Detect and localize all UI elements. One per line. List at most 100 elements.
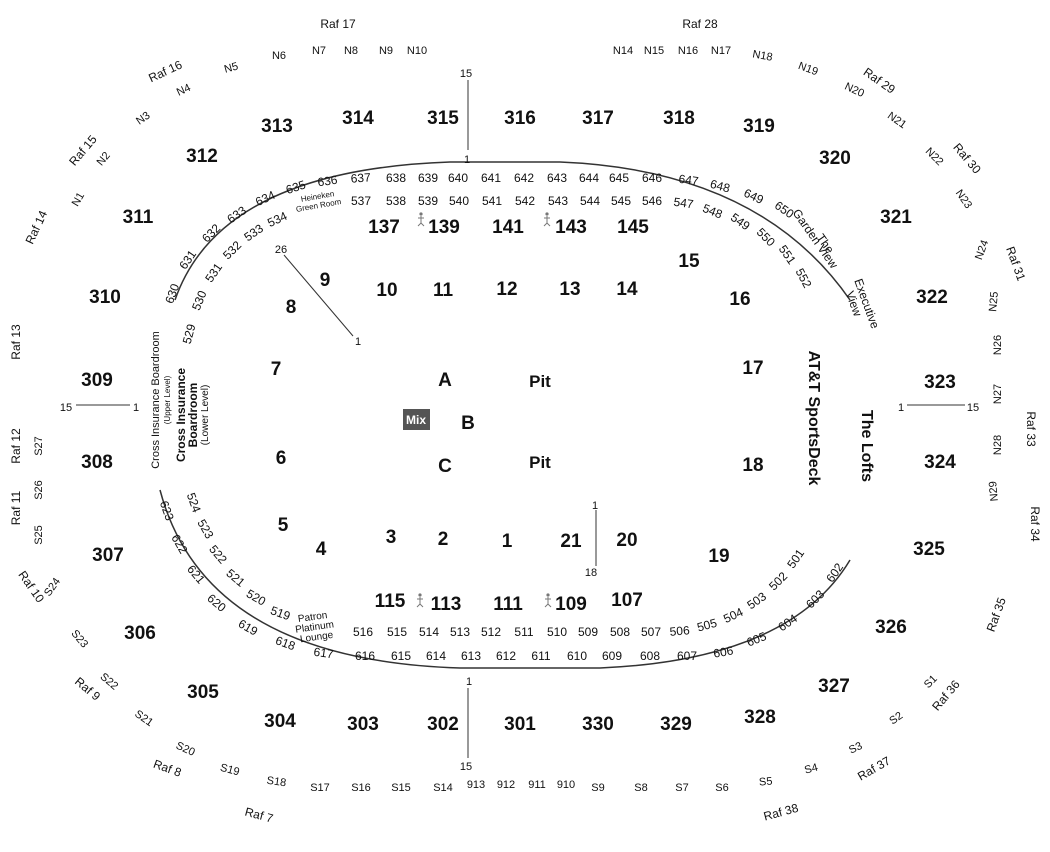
section-632[interactable]: 632 xyxy=(199,221,223,245)
section-610[interactable]: 610 xyxy=(567,649,587,663)
section-506[interactable]: 506 xyxy=(669,623,690,639)
section-503[interactable]: 503 xyxy=(744,589,769,612)
section-611[interactable]: 611 xyxy=(531,649,550,663)
row-n27[interactable]: N27 xyxy=(992,384,1004,404)
row-n5[interactable]: N5 xyxy=(223,60,240,75)
section-545[interactable]: 545 xyxy=(611,194,631,208)
row-s23[interactable]: S23 xyxy=(68,628,90,651)
section-309[interactable]: 309 xyxy=(81,370,113,391)
section-642[interactable]: 642 xyxy=(514,171,534,185)
section-310[interactable]: 310 xyxy=(89,287,121,308)
section-307[interactable]: 307 xyxy=(92,545,124,566)
section-605[interactable]: 605 xyxy=(745,629,769,650)
section-515[interactable]: 515 xyxy=(387,625,407,639)
section-501[interactable]: 501 xyxy=(784,546,807,571)
section-7[interactable]: 7 xyxy=(271,359,282,380)
section-635[interactable]: 635 xyxy=(284,177,308,197)
section-538[interactable]: 538 xyxy=(386,194,406,208)
section-532[interactable]: 532 xyxy=(220,238,244,262)
row-s20[interactable]: S20 xyxy=(174,740,197,759)
row-s16[interactable]: S16 xyxy=(351,782,371,794)
section-115[interactable]: 115 xyxy=(375,591,406,612)
row-n19[interactable]: N19 xyxy=(796,60,819,78)
section-113[interactable]: 113 xyxy=(431,594,462,615)
section-20[interactable]: 20 xyxy=(616,530,637,551)
section-530[interactable]: 530 xyxy=(189,288,210,312)
section-4[interactable]: 4 xyxy=(316,539,327,560)
section-643[interactable]: 643 xyxy=(547,171,567,185)
row-n9[interactable]: N9 xyxy=(379,45,393,57)
row-n21[interactable]: N21 xyxy=(885,110,908,131)
row-n17[interactable]: N17 xyxy=(711,45,731,57)
row-n28[interactable]: N28 xyxy=(992,435,1004,455)
section-602[interactable]: 602 xyxy=(823,560,846,585)
section-317[interactable]: 317 xyxy=(582,108,614,129)
section-318[interactable]: 318 xyxy=(663,108,695,129)
section-546[interactable]: 546 xyxy=(642,194,662,208)
section-529[interactable]: 529 xyxy=(180,322,199,345)
row-n8[interactable]: N8 xyxy=(344,45,358,57)
row-n4[interactable]: N4 xyxy=(175,82,193,99)
row-s8[interactable]: S8 xyxy=(634,782,647,794)
row-n24[interactable]: N24 xyxy=(973,238,991,261)
section-637[interactable]: 637 xyxy=(350,170,371,185)
row-n7[interactable]: N7 xyxy=(312,45,326,57)
section-306[interactable]: 306 xyxy=(124,623,156,644)
section-11[interactable]: 11 xyxy=(433,280,454,301)
section-631[interactable]: 631 xyxy=(176,247,199,272)
section-15[interactable]: 15 xyxy=(678,251,700,272)
section-641[interactable]: 641 xyxy=(481,171,501,185)
section-507[interactable]: 507 xyxy=(641,625,661,639)
section-639[interactable]: 639 xyxy=(418,171,438,185)
section-618[interactable]: 618 xyxy=(274,633,298,653)
section-614[interactable]: 614 xyxy=(426,649,446,663)
row-913[interactable]: 913 xyxy=(467,779,485,791)
section-534[interactable]: 534 xyxy=(265,209,289,230)
section-521[interactable]: 521 xyxy=(223,566,248,590)
row-n26[interactable]: N26 xyxy=(992,335,1004,355)
row-s3[interactable]: S3 xyxy=(847,740,864,757)
row-s25[interactable]: S25 xyxy=(33,525,45,545)
section-540[interactable]: 540 xyxy=(449,194,469,208)
section-5[interactable]: 5 xyxy=(278,515,289,536)
row-s19[interactable]: S19 xyxy=(219,762,241,779)
section-9[interactable]: 9 xyxy=(320,270,331,291)
section-613[interactable]: 613 xyxy=(461,649,481,663)
section-548[interactable]: 548 xyxy=(701,201,725,222)
section-1[interactable]: 1 xyxy=(502,531,513,552)
section-512[interactable]: 512 xyxy=(481,625,501,639)
section-18[interactable]: 18 xyxy=(742,455,763,476)
section-640[interactable]: 640 xyxy=(448,171,468,185)
section-314[interactable]: 314 xyxy=(342,108,374,129)
section-617[interactable]: 617 xyxy=(313,645,335,662)
section-551[interactable]: 551 xyxy=(776,242,799,267)
section-514[interactable]: 514 xyxy=(419,625,439,639)
row-s2[interactable]: S2 xyxy=(887,710,905,728)
section-533[interactable]: 533 xyxy=(241,221,266,244)
row-n16[interactable]: N16 xyxy=(678,45,698,57)
section-137[interactable]: 137 xyxy=(368,217,400,238)
section-542[interactable]: 542 xyxy=(515,194,535,208)
row-n2[interactable]: N2 xyxy=(95,150,113,168)
section-14[interactable]: 14 xyxy=(616,279,638,300)
section-537[interactable]: 537 xyxy=(351,194,371,208)
section-312[interactable]: 312 xyxy=(186,146,218,167)
section-319[interactable]: 319 xyxy=(743,116,775,137)
section-308[interactable]: 308 xyxy=(81,452,113,473)
section-609[interactable]: 609 xyxy=(602,649,622,663)
section-143[interactable]: 143 xyxy=(555,217,587,238)
section-pit-pit[interactable]: Pit xyxy=(529,453,551,472)
section-649[interactable]: 649 xyxy=(742,186,766,207)
section-17[interactable]: 17 xyxy=(742,358,763,379)
section-305[interactable]: 305 xyxy=(187,682,219,703)
row-n1[interactable]: N1 xyxy=(70,190,87,208)
section-c[interactable]: C xyxy=(438,456,452,477)
section-513[interactable]: 513 xyxy=(450,625,470,639)
row-n3[interactable]: N3 xyxy=(134,110,152,128)
section-638[interactable]: 638 xyxy=(386,171,406,185)
section-3[interactable]: 3 xyxy=(386,527,397,548)
section-505[interactable]: 505 xyxy=(695,616,718,635)
row-n20[interactable]: N20 xyxy=(843,81,866,100)
row-910[interactable]: 910 xyxy=(557,779,575,791)
section-522[interactable]: 522 xyxy=(206,542,230,567)
